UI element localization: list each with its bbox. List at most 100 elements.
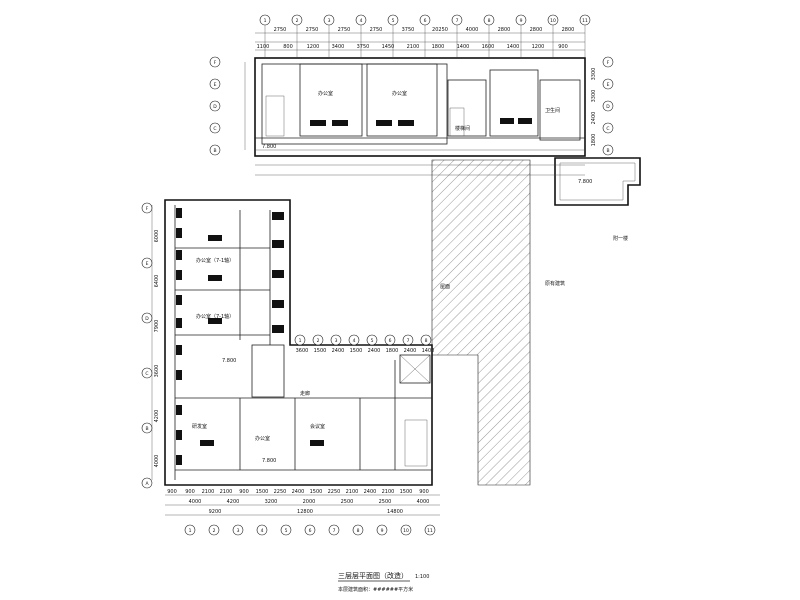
room-labels: 办公室 办公室 办公室（7-1轴） 办公室（7-1轴） 研发室 办公室 会议室 … xyxy=(192,90,628,464)
toilet-label: 卫生间 xyxy=(545,107,560,114)
mid-axis-4-bubble xyxy=(348,334,360,346)
left-top-axis-B-bubble xyxy=(209,144,221,156)
left-top-axis-D-bubble xyxy=(209,100,221,112)
bottom-dim-1-5: 1500 xyxy=(256,489,269,495)
bottom-axis-11-label: 11 xyxy=(427,528,433,534)
bottom-axis-5-label: 5 xyxy=(285,528,288,534)
top-dim-1-1: 2750 xyxy=(306,27,319,33)
mid-axis-1-label: 1 xyxy=(299,338,302,344)
bottom-dim-1-12: 2100 xyxy=(382,489,395,495)
bottom-dim-3-2: 14800 xyxy=(387,509,403,515)
bottom-dimension-lines xyxy=(165,494,440,516)
mid-axis-5-bubble xyxy=(366,334,378,346)
bottom-dim-1-2: 2100 xyxy=(202,489,215,495)
top-dim-1-8: 2800 xyxy=(530,27,543,33)
mid-axis-2-bubble xyxy=(312,334,324,346)
bottom-axis-3-label: 3 xyxy=(237,528,240,534)
bottom-axis-6-bubble xyxy=(304,524,316,536)
bottom-axis-6-label: 6 xyxy=(309,528,312,534)
bottom-dim-1-4: 900 xyxy=(239,489,249,495)
left-axis-B-bubble xyxy=(141,422,153,434)
left-dim-4: 4200 xyxy=(154,410,160,423)
left-top-axis-C-label: C xyxy=(213,126,216,132)
left-dim-5: 4000 xyxy=(154,455,160,468)
left-axis-F-bubble xyxy=(141,202,153,214)
room-label-f: 研发室 xyxy=(192,423,207,430)
left-axis-D-label: D xyxy=(145,316,149,322)
bottom-axis-10-label: 10 xyxy=(403,528,409,534)
stair-label: 楼梯间 xyxy=(455,125,470,132)
top-dim-2-6: 2100 xyxy=(407,44,420,50)
corridor-label: 走廊 xyxy=(300,390,310,397)
top-axis-11-label: 11 xyxy=(582,18,588,24)
bottom-dim-3-0: 9200 xyxy=(209,509,222,515)
top-dim-2-1: 800 xyxy=(283,44,293,50)
top-dim-2-10: 1400 xyxy=(507,44,520,50)
top-dim-1-7: 2800 xyxy=(498,27,511,33)
annex-block xyxy=(554,157,641,206)
mid-dim-2: 2400 xyxy=(332,348,345,354)
mid-dim-1: 1500 xyxy=(314,348,327,354)
room-label-a: 办公室 xyxy=(318,90,333,97)
top-dim-1-9: 2800 xyxy=(562,27,575,33)
right-dim-3: 1800 xyxy=(591,134,597,147)
bottom-axis-4-bubble xyxy=(256,524,268,536)
level-1: 7.800 xyxy=(262,144,276,150)
bottom-dim-1-7: 2400 xyxy=(292,489,305,495)
drawing-note: 本层建筑面积：######平方米 xyxy=(338,586,413,593)
right-axis-E-bubble xyxy=(602,78,614,90)
left-axis-F-label: F xyxy=(146,206,149,212)
bottom-axis-2-label: 2 xyxy=(213,528,216,534)
left-dim-2: 7900 xyxy=(154,320,160,333)
bottom-dim-1-10: 2100 xyxy=(346,489,359,495)
mid-axis-7-bubble xyxy=(402,334,414,346)
room-label-c: 会议室 xyxy=(310,423,325,430)
bottom-axis-8-bubble xyxy=(352,524,364,536)
left-axis-A-bubble xyxy=(141,477,153,489)
lower-block xyxy=(164,199,433,486)
bottom-dim-1-8: 1500 xyxy=(310,489,323,495)
bottom-axis-8-label: 8 xyxy=(357,528,360,534)
left-dim-1: 6400 xyxy=(154,275,160,288)
top-dim-1-4: 3750 xyxy=(402,27,415,33)
top-axis-5-label: 5 xyxy=(392,18,395,24)
top-axis-8-label: 8 xyxy=(488,18,491,24)
title-block: 三层层平面图（改造） 1:100 本层建筑面积：######平方米 xyxy=(338,571,429,593)
top-dim-2-8: 1400 xyxy=(457,44,470,50)
right-axis-B-bubble xyxy=(602,144,614,156)
left-top-axis-F-label: F xyxy=(214,60,217,66)
bottom-dim-2-6: 4000 xyxy=(417,499,430,505)
bottom-dim-2-4: 2500 xyxy=(341,499,354,505)
right-axis-D-bubble xyxy=(602,100,614,112)
left-top-axis-C-bubble xyxy=(209,122,221,134)
left-axis-A-label: A xyxy=(145,481,149,487)
top-axis-6-label: 6 xyxy=(424,18,427,24)
left-top-axis-D-label: D xyxy=(213,104,217,110)
left-top-axis-E-label: E xyxy=(214,82,217,88)
mid-dim-4: 2400 xyxy=(368,348,381,354)
room-label-e: 办公室（7-1轴） xyxy=(196,313,234,320)
bottom-axis-4-label: 4 xyxy=(261,528,264,534)
top-dim-1-2: 2750 xyxy=(338,27,351,33)
bottom-dim-2-5: 2500 xyxy=(379,499,392,505)
left-axis-E-label: E xyxy=(146,261,149,267)
mid-axis-8-label: 8 xyxy=(425,338,428,344)
bottom-axis-1-label: 1 xyxy=(189,528,192,534)
bottom-dim-1-3: 2100 xyxy=(220,489,233,495)
mid-axis-3-bubble xyxy=(330,334,342,346)
right-axis-B-label: B xyxy=(606,148,609,154)
top-dim-1-3: 2750 xyxy=(370,27,383,33)
bottom-dim-1-11: 2400 xyxy=(364,489,377,495)
bottom-axis-9-bubble xyxy=(376,524,388,536)
bottom-axis-7-bubble xyxy=(328,524,340,536)
bottom-dim-2-3: 2000 xyxy=(303,499,316,505)
top-axis-2-label: 2 xyxy=(296,18,299,24)
bottom-axis-10-bubble xyxy=(400,524,412,536)
existing-building-hatch xyxy=(431,159,531,486)
right-dim-2: 2400 xyxy=(591,112,597,125)
mid-axis-2-label: 2 xyxy=(317,338,320,344)
room-label-g: 办公室 xyxy=(255,435,270,442)
